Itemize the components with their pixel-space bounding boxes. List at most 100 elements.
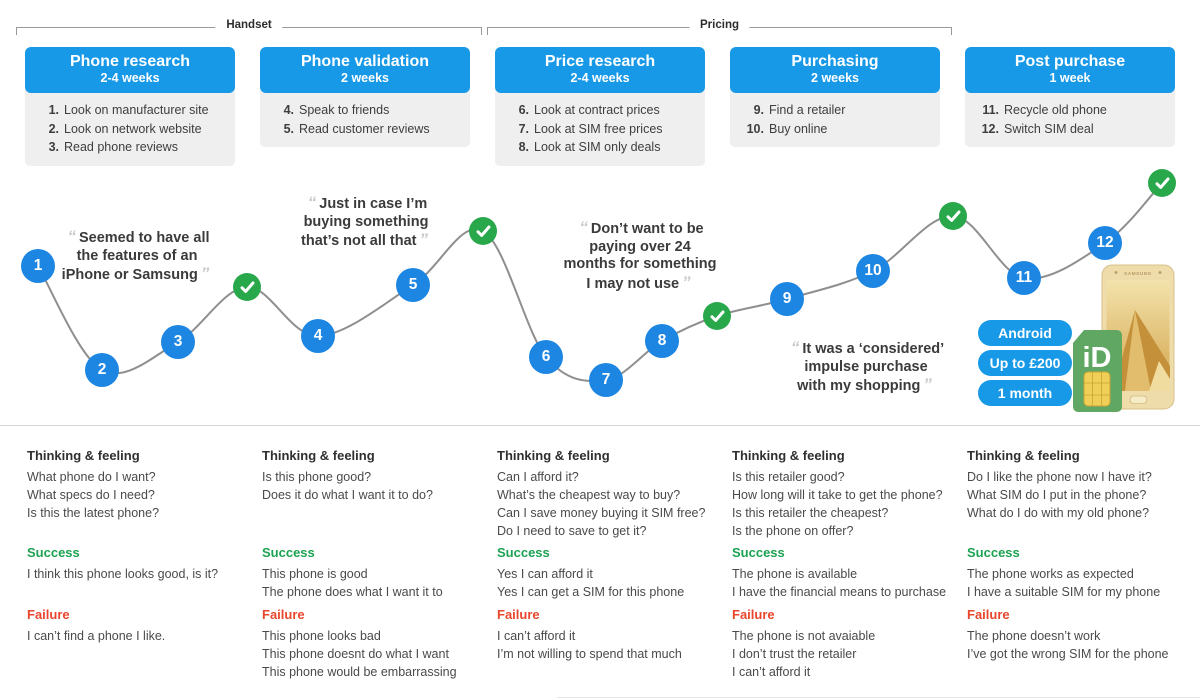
quote-line: “Seemed to have all <box>62 228 213 248</box>
check-icon <box>1155 177 1169 189</box>
quote-line: impulse purchase <box>804 358 928 375</box>
step-text: Look at SIM only deals <box>534 140 661 154</box>
check-icon <box>946 210 960 222</box>
journey-step-node: 1 <box>21 249 55 283</box>
success-item: Yes I can get a SIM for this phone <box>497 585 685 599</box>
check-icon <box>240 281 254 293</box>
failure-item: I don’t trust the retailer <box>732 647 857 661</box>
quote-line: iPhone or Samsung” <box>62 265 213 285</box>
sim-chip <box>1083 371 1111 407</box>
stage-duration: 2 weeks <box>811 71 859 85</box>
journey-step-node: 12 <box>1088 226 1122 260</box>
sim-logo-text: iD <box>1083 342 1112 374</box>
failure-title: Failure <box>262 607 305 622</box>
failure-item: This phone doesnt do what I want <box>262 647 449 661</box>
thinking-item: What specs do I need? <box>27 488 155 502</box>
step-number: 4. <box>283 103 294 117</box>
failure-title: Failure <box>27 607 70 622</box>
step-text: Read phone reviews <box>64 140 178 154</box>
step-number: 3. <box>48 140 59 154</box>
quote-line: paying over 24 <box>589 238 691 255</box>
stage-title: Price research <box>544 53 656 70</box>
failure-item: The phone is not avaiable <box>732 629 876 643</box>
journey-step-node: 6 <box>529 340 563 374</box>
thinking-item: Can I save money buying it SIM free? <box>497 506 706 520</box>
step-number: 8. <box>518 140 529 154</box>
thinking-title: Thinking & feeling <box>262 448 375 463</box>
phone-home-button <box>1129 395 1148 404</box>
journey-checkpoint <box>703 302 731 330</box>
thinking-item: What phone do I want? <box>27 470 156 484</box>
open-quote-mark: “ <box>790 338 800 357</box>
phone-camera-dot <box>1114 271 1118 274</box>
journey-step-node: 7 <box>589 363 623 397</box>
stage-duration: 2 weeks <box>341 71 389 85</box>
journey-checkpoint <box>469 217 497 245</box>
phone-and-sim-illustration: SAMSUNG iD <box>1073 264 1175 412</box>
step-text: Speak to friends <box>299 103 390 117</box>
close-quote-mark: ” <box>419 230 428 249</box>
failure-item: This phone looks bad <box>262 629 381 643</box>
step-text: Look on manufacturer site <box>64 103 209 117</box>
thinking-item: Do I like the phone now I have it? <box>967 470 1152 484</box>
step-text: Buy online <box>769 121 828 136</box>
quote-line: the features of an <box>76 247 198 264</box>
handset-group-bracket: Handset <box>16 19 482 35</box>
close-quote-mark: ” <box>923 375 932 394</box>
failure-title: Failure <box>967 607 1010 622</box>
journey-checkpoint <box>1148 169 1176 197</box>
journey-step-node: 5 <box>396 268 430 302</box>
step-text: Look at SIM free prices <box>534 121 663 136</box>
open-quote-mark: “ <box>67 227 76 246</box>
stage-step-item: 6.Look at contract prices <box>505 101 697 120</box>
failure-item: I can’t afford it <box>497 629 576 643</box>
quote-line: “Just in case I’m <box>301 194 431 214</box>
journey-step-node: 4 <box>301 319 335 353</box>
journey-step-node: 2 <box>85 353 119 387</box>
failure-title: Failure <box>497 607 540 622</box>
step-text: Read customer reviews <box>299 121 430 136</box>
stage-step-item: 7. Look at SIM free prices <box>505 120 697 139</box>
failure-item: This phone would be embarrassing <box>262 665 457 679</box>
thinking-title: Thinking & feeling <box>967 448 1080 463</box>
success-title: Success <box>732 545 785 560</box>
step-number: 7. <box>518 121 529 136</box>
open-quote-mark: “ <box>579 218 588 237</box>
journey-step-node: 11 <box>1007 261 1041 295</box>
stage-title: Phone validation <box>300 53 429 70</box>
step-text: Look at contract prices <box>534 103 660 117</box>
thinking-item: What do I do with my old phone? <box>967 506 1150 520</box>
stage-step-item: 9.Find a retailer <box>740 101 932 120</box>
quote-line: buying something <box>303 213 429 230</box>
success-title: Success <box>262 545 315 560</box>
thinking-item: What’s the cheapest way to buy? <box>497 488 681 502</box>
stage-duration: 2-4 weeks <box>570 71 630 85</box>
stage-step-item: 4. Speak to friends <box>270 101 462 120</box>
quote-line: months for something <box>563 256 717 272</box>
failure-item: The phone doesn’t work <box>967 629 1101 643</box>
stage-step-item: 3. Read phone reviews <box>35 138 227 157</box>
handset-group-label: Handset <box>215 19 283 31</box>
step-number: 12. <box>981 121 999 136</box>
